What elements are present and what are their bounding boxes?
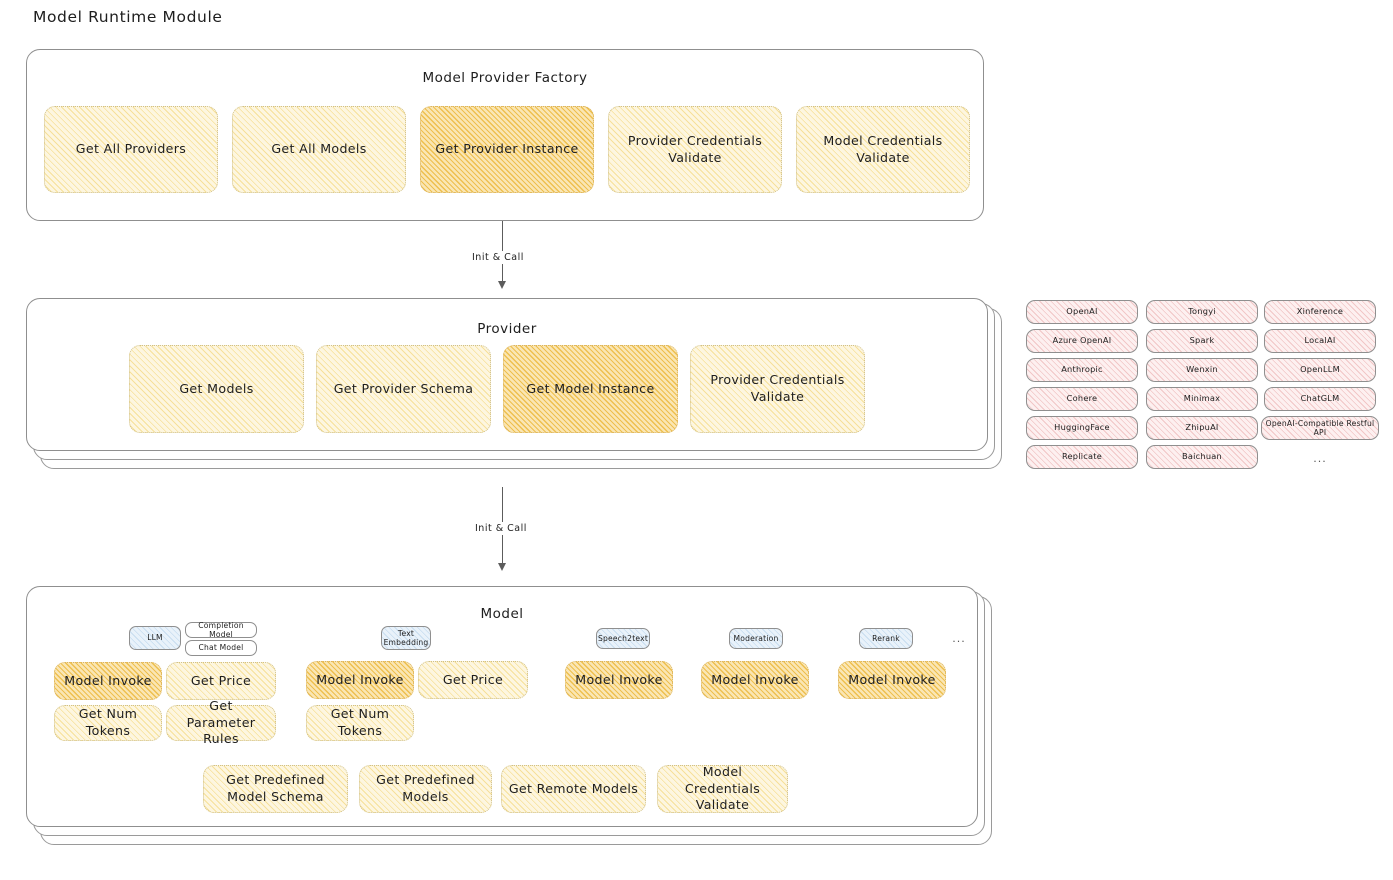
model-type-tag-speech2text[interactable]: Speech2text bbox=[596, 628, 650, 649]
model-common-method-model-credentials-validate[interactable]: Model Credentials Validate bbox=[657, 764, 788, 813]
provider-pill-azure-openai[interactable]: Azure OpenAI bbox=[1026, 329, 1138, 353]
model-type-tag-llm[interactable]: LLM bbox=[129, 626, 181, 650]
model-common-method-get-remote-models[interactable]: Get Remote Models bbox=[501, 765, 646, 813]
provider-box-get-provider-schema[interactable]: Get Provider Schema bbox=[316, 345, 491, 433]
provider-box-get-model-instance[interactable]: Get Model Instance bbox=[503, 345, 678, 433]
provider-pill-zhipuai[interactable]: ZhipuAI bbox=[1146, 416, 1258, 440]
provider-pill-openai[interactable]: OpenAI bbox=[1026, 300, 1138, 324]
provider-pill-localai[interactable]: LocalAI bbox=[1264, 329, 1376, 353]
llm-method-model-invoke[interactable]: Model Invoke bbox=[54, 662, 162, 700]
llm-method-get-parameter-rules[interactable]: Get Parameter Rules bbox=[166, 698, 276, 746]
arrow-factory-to-provider-label: Init & Call bbox=[468, 251, 528, 264]
llm-method-get-price[interactable]: Get Price bbox=[166, 662, 276, 700]
model-subtype-tag-chat-model[interactable]: Chat Model bbox=[185, 640, 257, 656]
provider-pill-tongyi[interactable]: Tongyi bbox=[1146, 300, 1258, 324]
model-provider-factory-title: Model Provider Factory bbox=[422, 70, 588, 86]
provider-pill-minimax[interactable]: Minimax bbox=[1146, 387, 1258, 411]
provider-pill-wenxin[interactable]: Wenxin bbox=[1146, 358, 1258, 382]
factory-box-get-all-providers[interactable]: Get All Providers bbox=[44, 106, 218, 193]
factory-box-get-all-models[interactable]: Get All Models bbox=[232, 106, 406, 193]
provider-pill-chatglm[interactable]: ChatGLM bbox=[1264, 387, 1376, 411]
text-embedding-method-model-invoke[interactable]: Model Invoke bbox=[306, 661, 414, 699]
provider-pill-openllm[interactable]: OpenLLM bbox=[1264, 358, 1376, 382]
provider-box-get-models[interactable]: Get Models bbox=[129, 345, 304, 433]
factory-box-get-provider-instance[interactable]: Get Provider Instance bbox=[420, 106, 594, 193]
model-title: Model bbox=[480, 606, 524, 622]
provider-list-more-marker: ... bbox=[1313, 452, 1327, 465]
provider-pill-spark[interactable]: Spark bbox=[1146, 329, 1258, 353]
model-type-tag-moderation[interactable]: Moderation bbox=[729, 628, 783, 649]
arrow-provider-to-model-label: Init & Call bbox=[471, 522, 531, 535]
rerank-method-model-invoke[interactable]: Model Invoke bbox=[838, 661, 946, 699]
page-title: Model Runtime Module bbox=[33, 8, 223, 26]
model-subtype-tag-completion-model[interactable]: Completion Model bbox=[185, 621, 257, 639]
provider-pill-replicate[interactable]: Replicate bbox=[1026, 445, 1138, 469]
provider-pill-huggingface[interactable]: HuggingFace bbox=[1026, 416, 1138, 440]
text-embedding-method-get-price[interactable]: Get Price bbox=[418, 661, 528, 699]
factory-box-provider-credentials-validate[interactable]: Provider Credentials Validate bbox=[608, 106, 782, 193]
arrow-provider-to-model-head bbox=[498, 563, 506, 571]
provider-pill-cohere[interactable]: Cohere bbox=[1026, 387, 1138, 411]
model-common-method-get-predefined-model-schema[interactable]: Get Predefined Model Schema bbox=[203, 765, 348, 813]
moderation-method-model-invoke[interactable]: Model Invoke bbox=[701, 661, 809, 699]
arrow-factory-to-provider-head bbox=[498, 281, 506, 289]
provider-title: Provider bbox=[477, 321, 537, 337]
model-common-method-get-predefined-models[interactable]: Get Predefined Models bbox=[359, 765, 492, 813]
provider-pill-openai-compatible-restful-api[interactable]: OpenAI-Compatible Restful API bbox=[1261, 416, 1379, 440]
model-type-tag-text-embedding[interactable]: Text Embedding bbox=[381, 626, 431, 650]
speech2text-method-model-invoke[interactable]: Model Invoke bbox=[565, 661, 673, 699]
factory-box-model-credentials-validate[interactable]: Model Credentials Validate bbox=[796, 106, 970, 193]
model-types-more-marker: ... bbox=[952, 632, 966, 645]
provider-box-provider-credentials-validate[interactable]: Provider Credentials Validate bbox=[690, 345, 865, 433]
llm-method-get-num-tokens[interactable]: Get Num Tokens bbox=[54, 705, 162, 741]
model-type-tag-rerank[interactable]: Rerank bbox=[859, 628, 913, 649]
provider-pill-anthropic[interactable]: Anthropic bbox=[1026, 358, 1138, 382]
text-embedding-method-get-num-tokens[interactable]: Get Num Tokens bbox=[306, 705, 414, 741]
provider-pill-baichuan[interactable]: Baichuan bbox=[1146, 445, 1258, 469]
provider-pill-xinference[interactable]: Xinference bbox=[1264, 300, 1376, 324]
